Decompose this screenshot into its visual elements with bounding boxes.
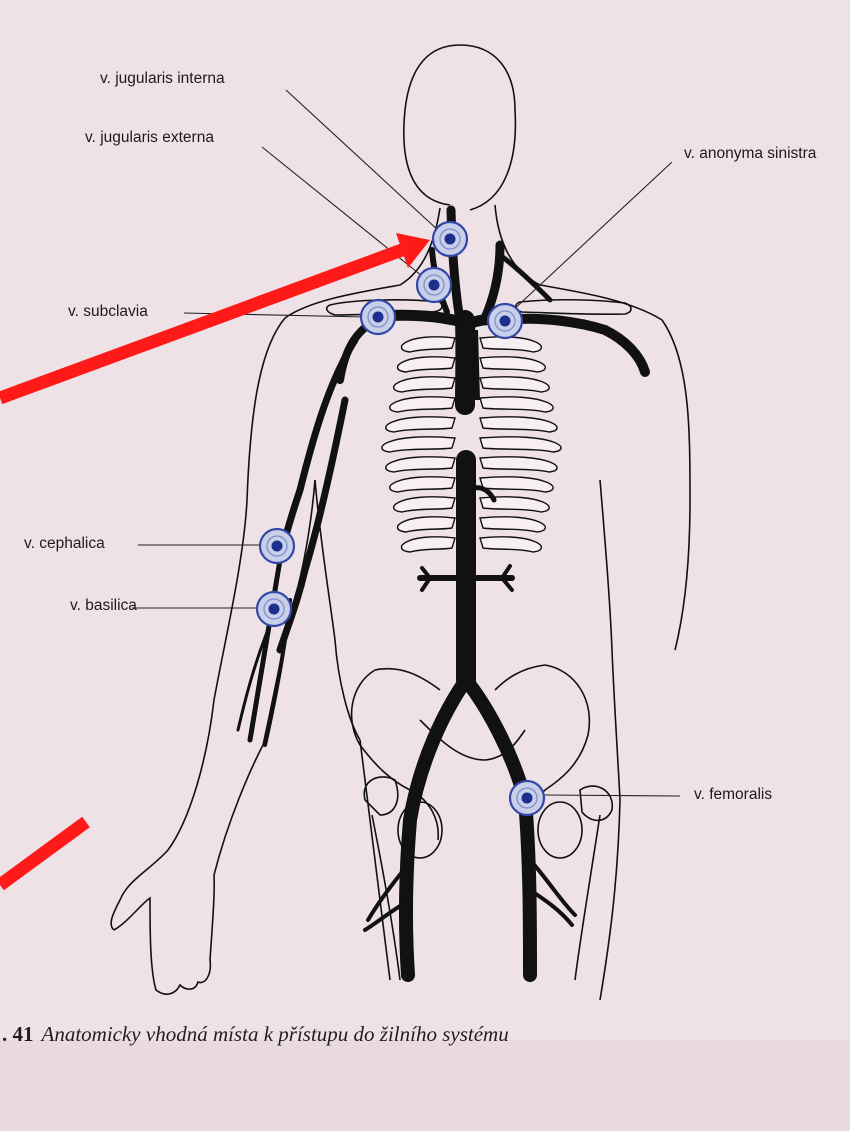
marker-cephalica: [260, 529, 294, 563]
marker-jugularis-externa: [417, 268, 451, 302]
caption-text: Anatomicky vhodná místa k přístupu do ži…: [42, 1022, 509, 1046]
paper-shadow: [0, 1040, 850, 1131]
label-femoralis: v. femoralis: [694, 786, 772, 804]
figure-caption: . 41 Anatomicky vhodná místa k přístupu d…: [2, 1022, 509, 1047]
label-jugularis-externa: v. jugularis externa: [85, 129, 214, 147]
label-anonyma-sinistra: v. anonyma sinistra: [684, 145, 816, 163]
marker-anonyma-sinistra: [488, 304, 522, 338]
marker-basilica: [257, 592, 291, 626]
marker-jugularis-interna: [433, 222, 467, 256]
marker-femoralis: [510, 781, 544, 815]
label-cephalica: v. cephalica: [24, 535, 105, 553]
label-jugularis-interna: v. jugularis interna: [100, 70, 225, 88]
label-subclavia: v. subclavia: [68, 303, 148, 321]
marker-subclavia: [361, 300, 395, 334]
label-basilica: v. basilica: [70, 597, 137, 615]
figure-number: . 41: [2, 1022, 34, 1046]
